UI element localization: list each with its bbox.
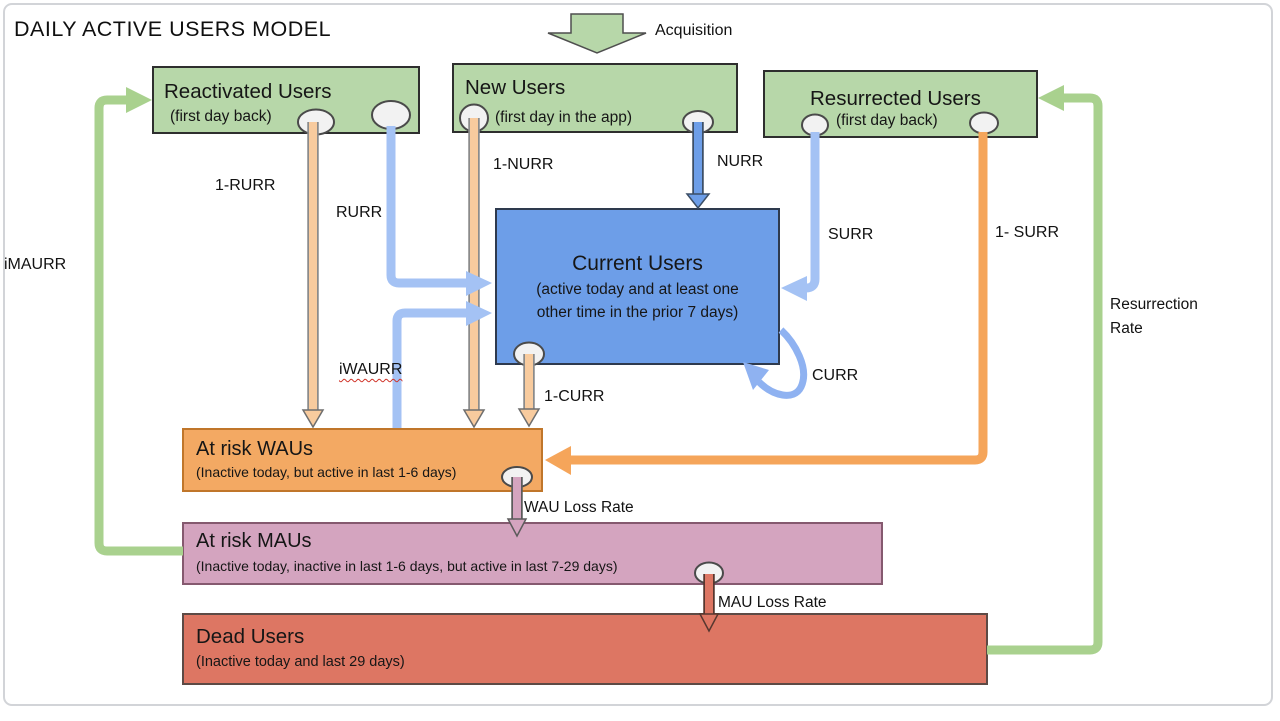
mau-title: At risk MAUs	[196, 530, 312, 552]
current-title: Current Users	[572, 252, 703, 275]
wau-subtitle: (Inactive today, but active in last 1-6 …	[196, 464, 457, 480]
reactivated-title: Reactivated Users	[164, 80, 332, 103]
label-nurr: NURR	[717, 153, 764, 170]
label-rurr: RURR	[336, 204, 383, 221]
label-1-rurr: 1-RURR	[215, 177, 276, 194]
resurrected-title: Resurrected Users	[810, 87, 981, 110]
node-dead-users	[182, 613, 988, 685]
label-1-curr: 1-CURR	[544, 388, 605, 405]
current-subtitle-line1: (active today and at least one	[536, 281, 739, 298]
wau-title: At risk WAUs	[196, 438, 314, 460]
dead-subtitle: (Inactive today and last 29 days)	[196, 654, 405, 670]
current-subtitle-line2: other time in the prior 7 days)	[536, 304, 739, 321]
new-users-subtitle: (first day in the app)	[495, 109, 632, 126]
label-1-nurr: 1-NURR	[493, 156, 554, 173]
label-1-surr: 1- SURR	[995, 224, 1060, 241]
label-curr: CURR	[812, 367, 859, 384]
label-mau-loss-rate: MAU Loss Rate	[718, 594, 827, 611]
label-wau-loss-rate: WAU Loss Rate	[524, 499, 634, 516]
mau-subtitle: (Inactive today, inactive in last 1-6 da…	[196, 558, 618, 574]
resurrected-subtitle: (first day back)	[836, 112, 938, 129]
page-title: DAILY ACTIVE USERS MODEL	[14, 17, 332, 41]
node-at-risk-waus	[182, 428, 543, 492]
label-surr: SURR	[828, 226, 874, 243]
reactivated-subtitle: (first day back)	[170, 108, 272, 125]
new-users-title: New Users	[465, 76, 566, 99]
dead-title: Dead Users	[196, 625, 305, 648]
label-iwaurr: iWAURR	[339, 361, 403, 378]
node-at-risk-maus	[182, 522, 883, 585]
label-resurrection-rate: Resurrection Rate	[1110, 296, 1198, 337]
label-acquisition: Acquisition	[655, 22, 733, 39]
label-imaurr: iMAURR	[4, 256, 67, 273]
